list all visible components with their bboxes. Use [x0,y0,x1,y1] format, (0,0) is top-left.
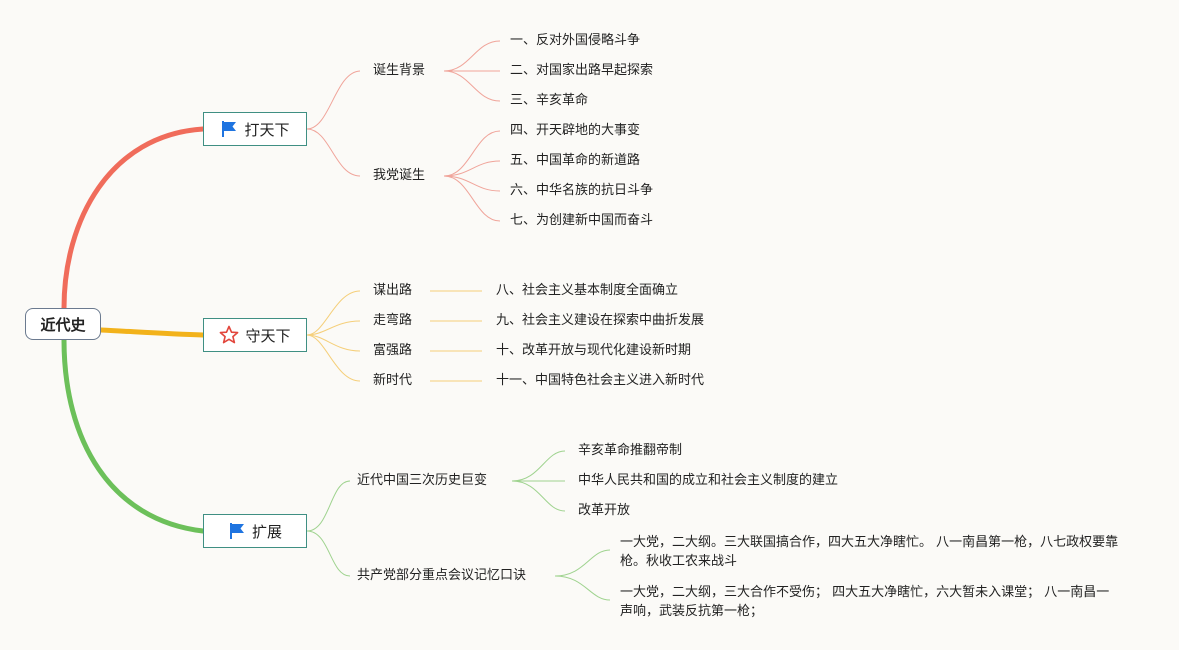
connector-root-branch3 [61,337,206,534]
branch-node-2[interactable]: 守天下 [203,318,307,352]
branch-node-1[interactable]: 打天下 [203,112,307,146]
group-label[interactable]: 新时代 [373,373,413,388]
list-item[interactable]: 一大党，二大纲，三大合作不受伤； 四大五大净瞎忙，六大暂未入课堂； 八一南昌一声… [620,585,1110,619]
connector-root-branch2 [98,327,206,338]
list-item[interactable]: 四、开天辟地的大事变 [510,123,641,138]
group-label[interactable]: 走弯路 [373,313,413,328]
branch-label: 打天下 [244,120,290,139]
list-item[interactable]: 一大党，二大纲。三大联国搞合作，四大五大净瞎忙。 八一南昌第一枪，八七政权要靠枪… [620,535,1119,569]
group-label[interactable]: 诞生背景 [373,63,426,78]
connector-root-branch1 [61,126,206,311]
group-label[interactable]: 谋出路 [373,283,413,298]
group-label[interactable]: 近代中国三次历史巨变 [357,473,488,488]
list-item[interactable]: 一、反对外国侵略斗争 [510,33,641,48]
group-label[interactable]: 共产党部分重点会议记忆口诀 [357,568,527,583]
group-label[interactable]: 富强路 [373,343,413,358]
list-item[interactable]: 三、辛亥革命 [510,93,589,108]
list-item[interactable]: 八、社会主义基本制度全面确立 [496,283,679,298]
list-item[interactable]: 二、对国家出路早起探索 [510,63,654,78]
flag-icon [228,522,246,540]
list-item[interactable]: 十一、中国特色社会主义进入新时代 [496,373,705,388]
flag-icon [220,120,238,138]
branch-label: 守天下 [245,326,291,345]
branch-label: 扩展 [251,522,282,541]
list-item[interactable]: 辛亥革命推翻帝制 [578,443,683,458]
list-item[interactable]: 七、为创建新中国而奋斗 [510,213,654,228]
branch-node-3[interactable]: 扩展 [203,514,307,548]
root-label: 近代史 [40,315,86,334]
star-icon [219,325,239,345]
list-item[interactable]: 十、改革开放与现代化建设新时期 [496,343,692,358]
list-item[interactable]: 改革开放 [578,503,631,518]
list-item[interactable]: 九、社会主义建设在探索中曲折发展 [496,313,705,328]
list-item[interactable]: 中华人民共和国的成立和社会主义制度的建立 [578,473,839,488]
list-item[interactable]: 六、中华名族的抗日斗争 [510,183,654,198]
root-node[interactable]: 近代史 [25,308,101,340]
list-item[interactable]: 五、中国革命的新道路 [510,153,641,168]
group-label[interactable]: 我党诞生 [373,168,426,183]
